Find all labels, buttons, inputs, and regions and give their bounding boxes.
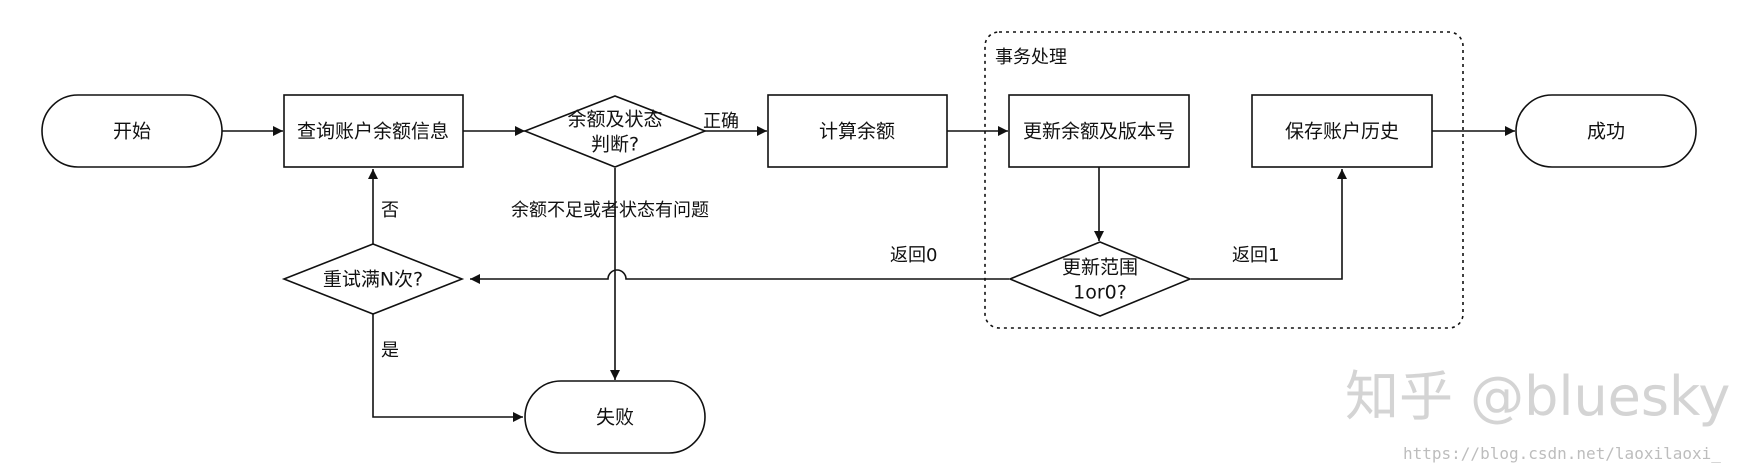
node-calc: 计算余额	[767, 94, 948, 168]
node-query: 查询账户余额信息	[283, 94, 464, 168]
node-check-label-line2: 判断?	[591, 134, 639, 156]
edge-range-to-save	[1191, 169, 1347, 280]
node-check-label-line1: 余额及状态	[567, 109, 662, 131]
transaction-group	[984, 31, 1464, 329]
edge-label-yes: 是	[381, 340, 399, 361]
node-retry: 重试满N次?	[281, 243, 465, 315]
edge-range-to-retry	[470, 269, 1009, 284]
node-retry-label: 重试满N次?	[323, 269, 423, 291]
node-save-label: 保存账户历史	[1285, 121, 1399, 143]
node-start-label: 开始	[113, 121, 151, 143]
node-range-label-line1: 更新范围	[1062, 257, 1138, 279]
node-calc-label: 计算余额	[819, 121, 895, 143]
edge-label-return1: 返回1	[1232, 245, 1279, 266]
watermark-brand: 知乎 @bluesky	[1345, 365, 1730, 428]
edge-label-no: 否	[381, 200, 399, 221]
node-success-label: 成功	[1587, 121, 1625, 143]
node-query-label: 查询账户余额信息	[297, 121, 449, 143]
node-range: 更新范围 1or0?	[1007, 241, 1193, 317]
watermark-url: https://blog.csdn.net/laoxilaoxi_	[1403, 444, 1721, 463]
node-fail: 失败	[524, 380, 706, 454]
edge-label-correct: 正确	[703, 111, 739, 132]
edge-label-return0: 返回0	[890, 245, 937, 266]
node-save: 保存账户历史	[1251, 94, 1433, 168]
edges	[222, 126, 1515, 422]
node-start: 开始	[41, 94, 223, 168]
edge-label-insufficient: 余额不足或者状态有问题	[511, 200, 709, 221]
node-update-label: 更新余额及版本号	[1023, 121, 1175, 143]
node-check: 余额及状态 判断?	[522, 95, 708, 168]
node-fail-label: 失败	[596, 407, 634, 429]
transaction-group-label: 事务处理	[995, 47, 1067, 68]
node-success: 成功	[1515, 94, 1697, 168]
node-update: 更新余额及版本号	[1008, 94, 1190, 168]
edge-retry-to-fail	[372, 314, 523, 422]
node-range-label-line2: 1or0?	[1073, 282, 1127, 304]
